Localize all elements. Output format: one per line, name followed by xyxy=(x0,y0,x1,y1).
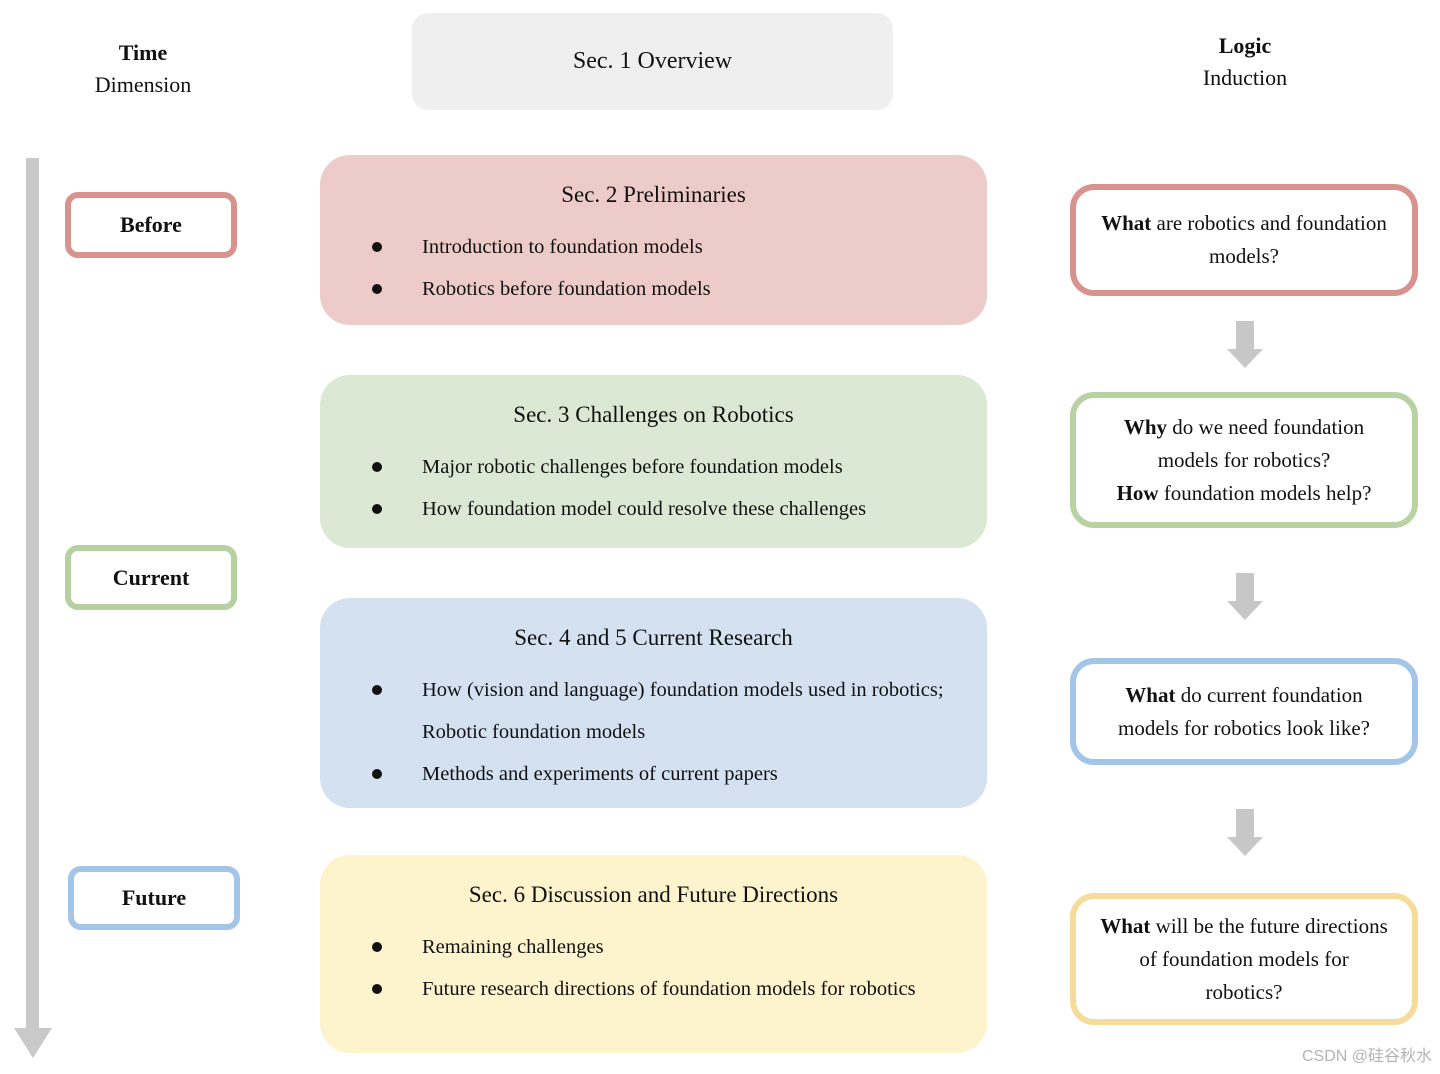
question-4-bold: What xyxy=(1100,913,1151,938)
time-dimension-heading: Time Dimension xyxy=(48,37,238,101)
question-2-segment-1: Why do we need foundation models for rob… xyxy=(1100,411,1388,477)
sec45-current-research-box: Sec. 4 and 5 Current Research How (visio… xyxy=(320,598,987,808)
sec3-title: Sec. 3 Challenges on Robotics xyxy=(513,402,794,427)
sec2-bullet-2: Robotics before foundation models xyxy=(372,268,957,310)
question-what-current-models-look-like: What do current foundation models for ro… xyxy=(1070,658,1418,765)
question-1-segment: What are robotics and foundation models? xyxy=(1100,207,1388,273)
down-arrow-icon-1 xyxy=(1227,321,1263,368)
sec2-title: Sec. 2 Preliminaries xyxy=(561,182,746,207)
csdn-watermark: CSDN @硅谷秋水 xyxy=(1301,1048,1432,1065)
question-why-how-foundation-models: Why do we need foundation models for rob… xyxy=(1070,392,1418,528)
down-arrow-icon-3 xyxy=(1227,809,1263,856)
sec2-bullet-list: Introduction to foundation models Roboti… xyxy=(372,226,957,310)
logic-heading-rest: Induction xyxy=(1202,65,1288,90)
sec3-bullet-2: How foundation model could resolve these… xyxy=(372,488,957,530)
time-heading-rest: Dimension xyxy=(94,72,192,97)
question-3-bold: What xyxy=(1125,682,1176,707)
sec6-discussion-box: Sec. 6 Discussion and Future Directions … xyxy=(320,855,987,1053)
time-label-future: Future xyxy=(68,866,240,930)
time-label-before: Before xyxy=(65,192,237,258)
logic-heading-bold: Logic xyxy=(1218,33,1272,58)
time-label-current: Current xyxy=(65,545,237,610)
sec45-title: Sec. 4 and 5 Current Research xyxy=(514,625,793,650)
timeline-arrow-head-icon xyxy=(14,1028,52,1058)
sec3-bullet-1: Major robotic challenges before foundati… xyxy=(372,446,957,488)
question-2-text-1: do we need foundation models for robotic… xyxy=(1157,414,1365,472)
sec6-title: Sec. 6 Discussion and Future Directions xyxy=(468,882,839,907)
sec2-preliminaries-box: Sec. 2 Preliminaries Introduction to fou… xyxy=(320,155,987,325)
logic-induction-heading: Logic Induction xyxy=(1150,30,1340,94)
sec1-overview-title: Sec. 1 Overview xyxy=(572,48,733,74)
question-what-robotics-foundation-models: What are robotics and foundation models? xyxy=(1070,184,1418,296)
time-label-current-text: Current xyxy=(112,564,190,590)
down-arrow-icon-2 xyxy=(1227,573,1263,620)
question-3-segment: What do current foundation models for ro… xyxy=(1100,679,1388,745)
question-2-segment-2: How foundation models help? xyxy=(1117,477,1372,510)
question-what-future-directions: What will be the future directions of fo… xyxy=(1070,893,1418,1025)
question-4-segment: What will be the future directions of fo… xyxy=(1100,910,1388,1009)
question-2-bold-1: Why xyxy=(1123,414,1168,439)
sec6-bullet-1: Remaining challenges xyxy=(372,926,957,968)
question-2-text-2: foundation models help? xyxy=(1158,480,1372,505)
time-label-before-text: Before xyxy=(120,212,182,237)
sec45-bullet-1: How (vision and language) foundation mod… xyxy=(372,669,957,753)
question-3-text: do current foundation models for robotic… xyxy=(1118,682,1370,740)
sec3-challenges-box: Sec. 3 Challenges on Robotics Major robo… xyxy=(320,375,987,548)
question-1-bold: What xyxy=(1101,211,1152,235)
sec6-bullet-list: Remaining challenges Future research dir… xyxy=(372,926,957,1010)
question-1-text: are robotics and foundation models? xyxy=(1151,211,1387,268)
sec3-bullet-list: Major robotic challenges before foundati… xyxy=(372,446,957,530)
sec45-bullet-list: How (vision and language) foundation mod… xyxy=(372,669,957,795)
time-heading-bold: Time xyxy=(118,40,168,65)
timeline-arrow-shaft xyxy=(26,158,39,1028)
time-label-future-text: Future xyxy=(121,885,187,910)
question-2-bold-2: How xyxy=(1116,480,1159,505)
sec2-bullet-1: Introduction to foundation models xyxy=(372,226,957,268)
sec1-overview-box: Sec. 1 Overview xyxy=(412,13,893,110)
sec45-bullet-2: Methods and experiments of current paper… xyxy=(372,753,957,795)
question-4-text: will be the future directions of foundat… xyxy=(1139,913,1388,1004)
sec6-bullet-2: Future research directions of foundation… xyxy=(372,968,957,1010)
